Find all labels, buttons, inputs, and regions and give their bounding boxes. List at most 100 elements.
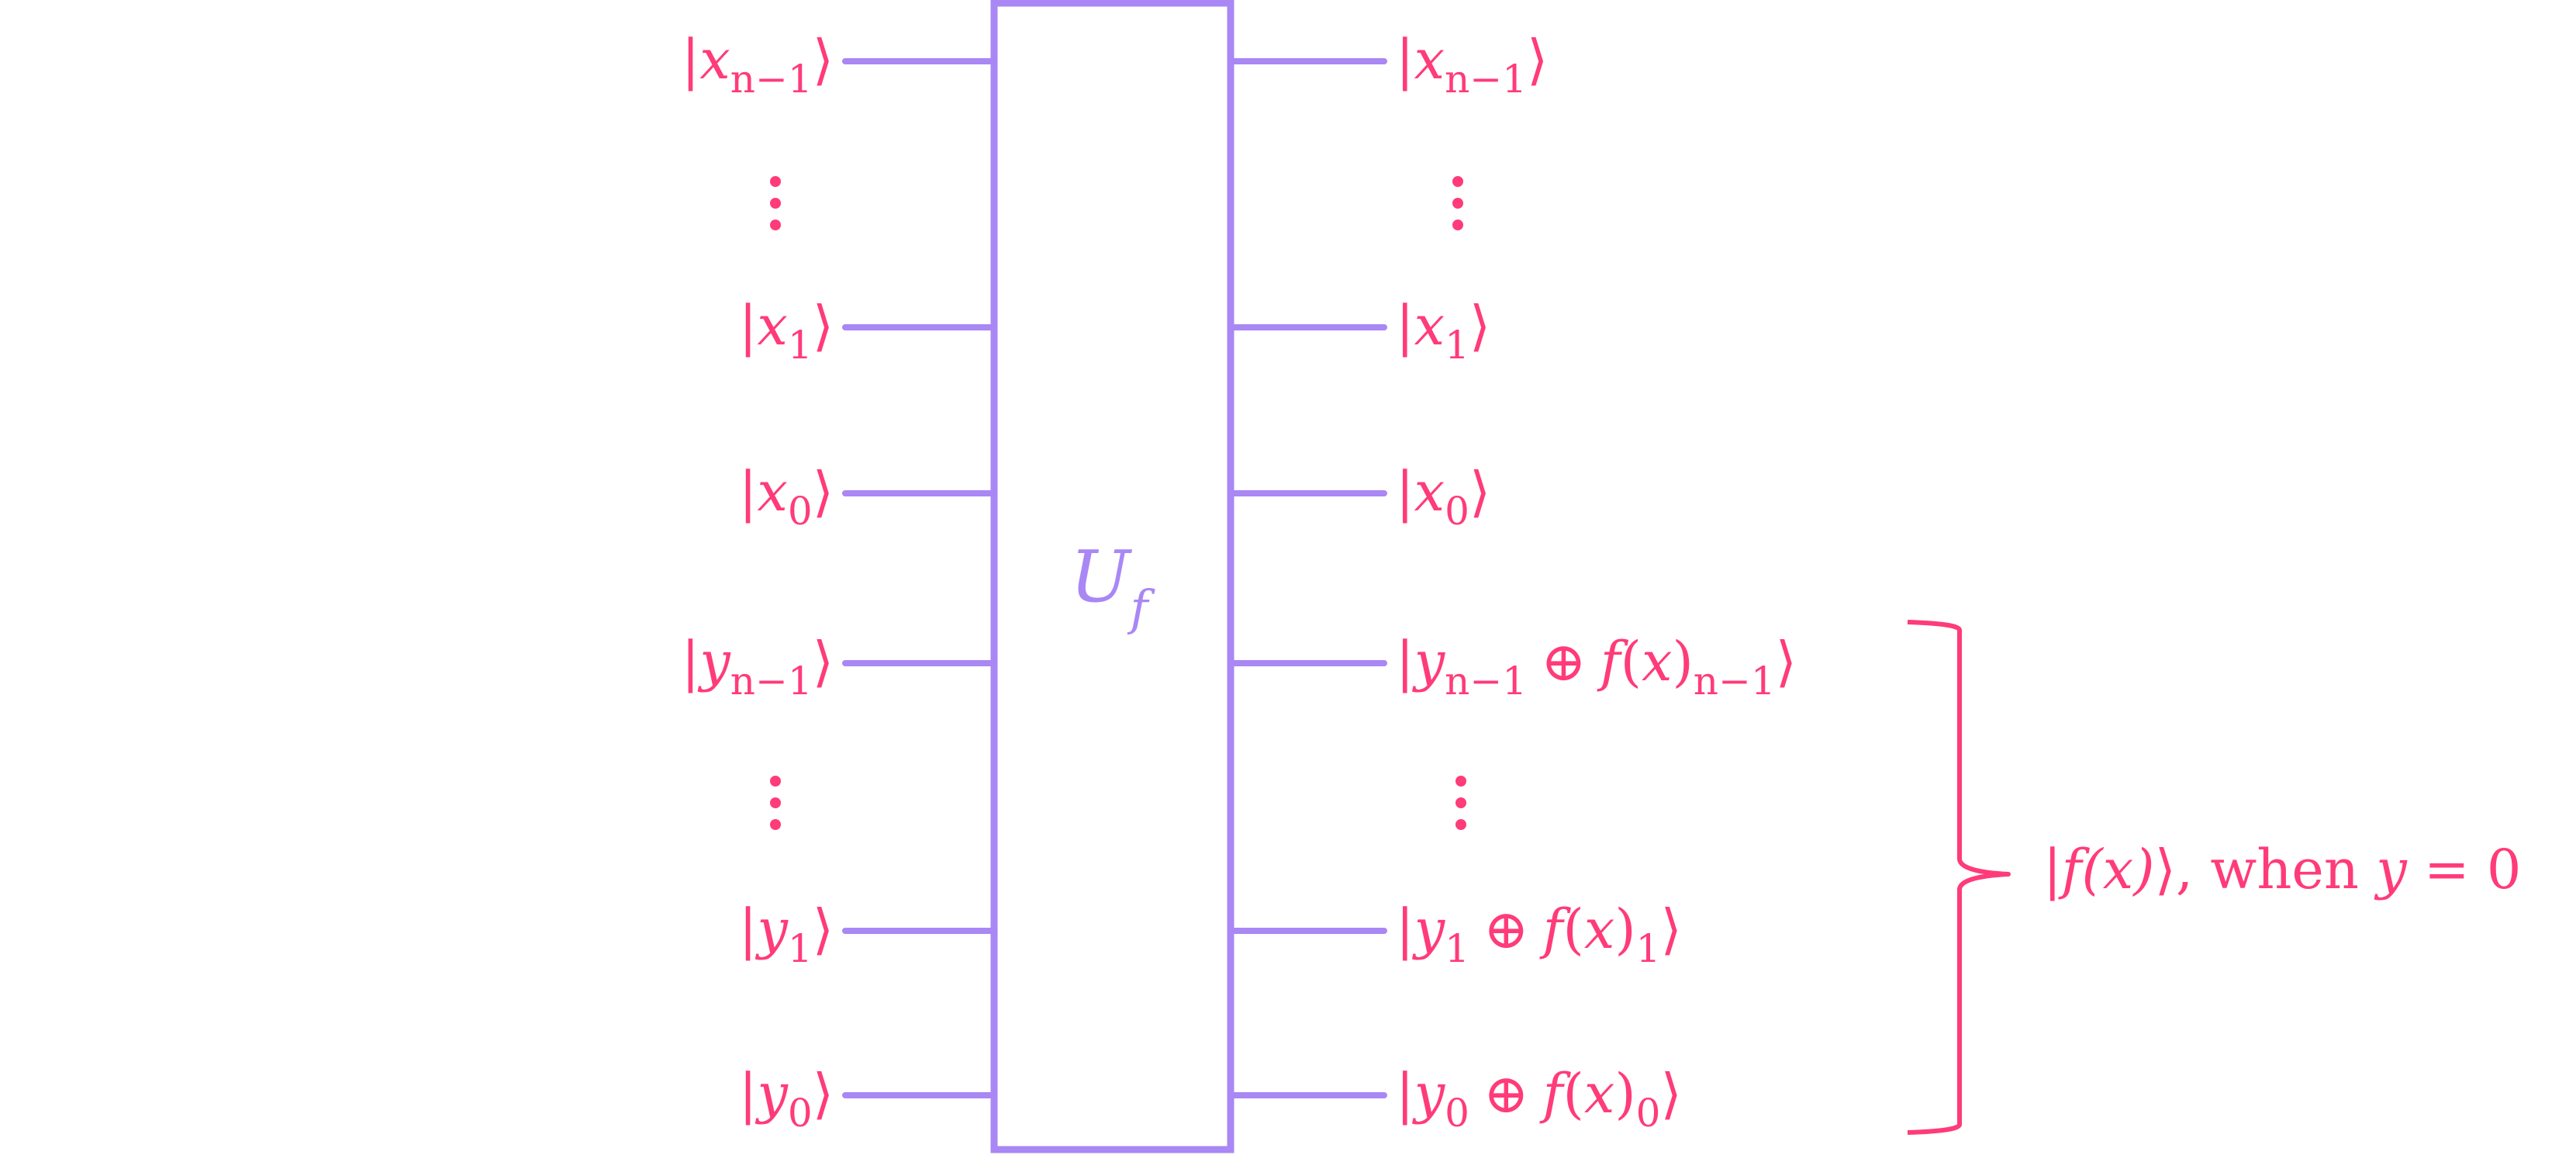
vdot [770,819,781,830]
vdot [1455,776,1466,787]
ket-open: | [682,28,700,92]
annotation-ket-open: | [2043,838,2062,901]
input-label-2: |x0⟩ [739,460,834,534]
paren-open: ( [1621,630,1642,693]
annotation-condition-rest: = 0 [2407,838,2522,901]
wires-group [842,58,1387,1098]
output-var: y [1412,630,1446,693]
oracle-gate-box [990,0,1234,1153]
input-label-4: |y1⟩ [739,897,834,971]
output-brace [1907,620,2011,1135]
annotation-ket-close: ⟩ [2155,838,2176,901]
vdots-icon [770,776,781,830]
input-label-0: |xn−1⟩ [682,28,834,102]
ket-open: | [1396,460,1414,524]
function-subscript: n−1 [1694,659,1776,704]
ket-open: | [1396,630,1414,693]
annotation-condition-var: y [2374,838,2408,901]
paren-open: ( [1563,1062,1584,1126]
vdot [1455,819,1466,830]
output-subscript: 1 [1445,323,1469,368]
vdot [1452,198,1463,209]
input-var: x [757,294,787,358]
ket-close: ⟩ [1776,630,1797,693]
output-var: x [1414,294,1445,358]
input-subscript: 0 [788,489,813,534]
input-label-5: |y0⟩ [739,1062,834,1136]
ket-open: | [1396,294,1414,358]
input-label-1: |x1⟩ [739,294,834,368]
function-subscript: 0 [1636,1091,1661,1136]
ket-close: ⟩ [1660,897,1681,961]
xor-symbol: ⊕ [1483,897,1529,961]
ket-close: ⟩ [1469,294,1490,358]
input-labels-group: |xn−1⟩|x1⟩|x0⟩|yn−1⟩|y1⟩|y0⟩ [682,28,834,1136]
annotation-text: , when [2176,838,2376,901]
vdot [770,776,781,787]
ket-close: ⟩ [813,460,834,524]
output-label-1: |x1⟩ [1396,294,1490,368]
vdots-icon [1455,776,1466,830]
paren-open: ( [1563,897,1584,961]
ket-close: ⟩ [813,897,834,961]
input-var: x [699,28,730,92]
brace-annotation: |f(x)⟩, when y = 0 [2043,838,2521,901]
paren-close: ) [1672,630,1693,693]
ket-close: ⟩ [813,1062,834,1126]
ket-close: ⟩ [813,28,834,92]
ket-open: | [739,1062,758,1126]
input-var: y [697,630,731,693]
input-subscript: n−1 [730,659,813,704]
output-subscript: n−1 [1445,57,1527,102]
ket-close: ⟩ [813,294,834,358]
ket-open: | [739,460,758,524]
function-subscript: 1 [1636,926,1661,971]
output-subscript: 0 [1445,1091,1469,1136]
output-subscript: 1 [1445,926,1469,971]
output-label-2: |x0⟩ [1396,460,1490,534]
input-subscript: 1 [788,926,813,971]
xor-symbol: ⊕ [1483,1062,1529,1126]
paren-close: ) [1614,1062,1635,1126]
ellipsis-group [770,176,1466,830]
ket-close: ⟩ [813,630,834,693]
output-var: y [1412,897,1446,961]
output-subscript: 0 [1445,489,1469,534]
function-arg: x [1584,897,1614,961]
function-arg: x [1642,630,1672,693]
annotation-ket-content: f(x) [2058,838,2155,901]
input-var: y [754,1062,789,1126]
output-var: y [1412,1062,1446,1126]
xor-symbol: ⊕ [1541,630,1587,693]
function-arg: x [1584,1062,1614,1126]
input-subscript: n−1 [730,57,813,102]
input-var: y [754,897,789,961]
ket-open: | [739,897,758,961]
input-label-3: |yn−1⟩ [682,630,834,704]
input-subscript: 1 [788,323,813,368]
ket-close: ⟩ [1527,28,1548,92]
ket-open: | [1396,1062,1414,1126]
output-label-3: |yn−1⊕f(x)n−1⟩ [1396,630,1797,704]
vdot [1452,220,1463,230]
ket-close: ⟩ [1469,460,1490,524]
output-subscript: n−1 [1445,659,1527,704]
output-label-5: |y0⊕f(x)0⟩ [1396,1062,1682,1136]
vdot [1455,797,1466,808]
vdot [770,797,781,808]
output-label-4: |y1⊕f(x)1⟩ [1396,897,1682,971]
output-labels-group: |xn−1⟩|x1⟩|x0⟩|yn−1⊕f(x)n−1⟩|y1⊕f(x)1⟩|y… [1396,28,1797,1136]
vdots-icon [1452,176,1463,230]
vdot [1452,176,1463,187]
vdot [770,220,781,230]
paren-close: ) [1614,897,1635,961]
ket-open: | [1396,28,1414,92]
ket-open: | [739,294,758,358]
vdots-icon [770,176,781,230]
output-var: x [1414,460,1445,524]
vdot [770,198,781,209]
input-subscript: 0 [788,1091,813,1136]
output-var: x [1414,28,1445,92]
input-var: x [757,460,787,524]
